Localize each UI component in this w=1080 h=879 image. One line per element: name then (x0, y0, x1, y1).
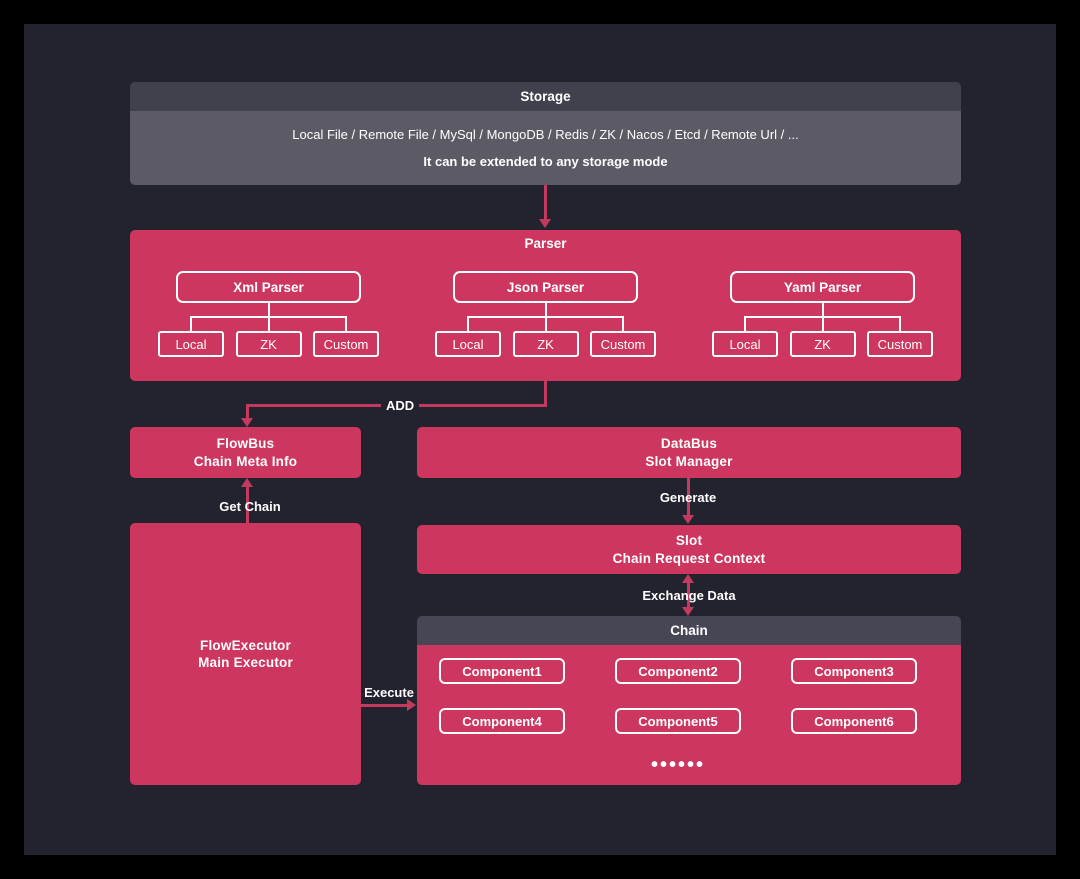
chain-component-row-1: Component1 Component2 Component3 (439, 658, 917, 684)
component-6: Component6 (791, 708, 917, 734)
yaml-parser-tree-connector (712, 303, 933, 331)
component-5: Component5 (615, 708, 741, 734)
databus-title: DataBus (660, 436, 718, 451)
edge-label-execute: Execute (364, 685, 414, 700)
arrow-get-chain-head-icon (241, 478, 253, 487)
databus-box: DataBus Slot Manager (417, 427, 961, 478)
flowbus-subtitle: Chain Meta Info (193, 453, 298, 469)
component-4: Component4 (439, 708, 565, 734)
component-3: Component3 (791, 658, 917, 684)
slot-box: Slot Chain Request Context (417, 525, 961, 574)
parser-group-yaml: Yaml Parser Local ZK Custom (712, 271, 933, 357)
edge-label-get-chain: Get Chain (219, 499, 281, 514)
arrow-exchange-shaft (687, 581, 690, 609)
xml-parser-tree-connector (158, 303, 379, 331)
storage-note: It can be extended to any storage mode (423, 154, 668, 169)
arrow-add-segment-down (544, 381, 547, 406)
chain-body: Component1 Component2 Component3 Compone… (417, 645, 961, 785)
edge-label-generate: Generate (659, 490, 717, 505)
slot-title: Slot (675, 533, 703, 548)
flowbus-title: FlowBus (216, 436, 275, 451)
arrow-storage-to-parser-head-icon (539, 219, 551, 228)
chain-box: Chain Component1 Component2 Component3 C… (417, 616, 961, 785)
arrow-execute-head-icon (407, 699, 416, 711)
component-2: Component2 (615, 658, 741, 684)
yaml-parser-children: Local ZK Custom (712, 331, 933, 357)
json-parser-child-custom: Custom (590, 331, 656, 357)
arrow-storage-to-parser-shaft (544, 185, 547, 220)
slot-subtitle: Chain Request Context (612, 550, 766, 566)
parser-box: Parser Xml Parser Local ZK Custom Json P… (130, 230, 961, 381)
edge-label-add: ADD (381, 397, 420, 414)
yaml-parser-child-custom: Custom (867, 331, 933, 357)
parser-group-json: Json Parser Local ZK Custom (435, 271, 656, 357)
storage-body: Local File / Remote File / MySql / Mongo… (130, 111, 961, 185)
flowbus-box: FlowBus Chain Meta Info (130, 427, 361, 478)
json-parser-children: Local ZK Custom (435, 331, 656, 357)
arrow-add-segment-into-flowbus (246, 404, 249, 420)
flow-executor-box: FlowExecutor Main Executor (130, 523, 361, 785)
edge-label-exchange-data: Exchange Data (642, 588, 736, 603)
arrow-exchange-head-up-icon (682, 574, 694, 583)
flow-executor-title: FlowExecutor (200, 637, 291, 653)
arrow-execute-shaft (361, 704, 408, 707)
parser-groups: Xml Parser Local ZK Custom Json Parser L… (130, 271, 961, 357)
arrow-generate-head-icon (682, 515, 694, 524)
arrow-add-head-icon (241, 418, 253, 427)
arrow-generate-shaft (687, 478, 690, 517)
storage-box: Storage Local File / Remote File / MySql… (130, 82, 961, 185)
xml-parser-box: Xml Parser (176, 271, 361, 303)
json-parser-box: Json Parser (453, 271, 638, 303)
databus-subtitle: Slot Manager (645, 453, 733, 469)
storage-technologies: Local File / Remote File / MySql / Mongo… (292, 127, 799, 142)
yaml-parser-child-local: Local (712, 331, 778, 357)
json-parser-tree-connector (435, 303, 656, 331)
json-parser-child-local: Local (435, 331, 501, 357)
parser-title: Parser (524, 236, 567, 251)
chain-component-row-2: Component4 Component5 Component6 (439, 708, 917, 734)
more-components-ellipsis: •••••• (650, 754, 705, 776)
arrow-get-chain-shaft (246, 486, 249, 523)
xml-parser-children: Local ZK Custom (158, 331, 379, 357)
yaml-parser-child-zk: ZK (789, 331, 856, 357)
json-parser-child-zk: ZK (512, 331, 579, 357)
xml-parser-child-custom: Custom (313, 331, 379, 357)
xml-parser-child-zk: ZK (235, 331, 302, 357)
storage-header: Storage (130, 82, 961, 111)
xml-parser-child-local: Local (158, 331, 224, 357)
parser-group-xml: Xml Parser Local ZK Custom (158, 271, 379, 357)
flow-executor-subtitle: Main Executor (198, 655, 293, 670)
component-1: Component1 (439, 658, 565, 684)
chain-header: Chain (417, 616, 961, 645)
yaml-parser-box: Yaml Parser (730, 271, 915, 303)
arrow-exchange-head-down-icon (682, 607, 694, 616)
